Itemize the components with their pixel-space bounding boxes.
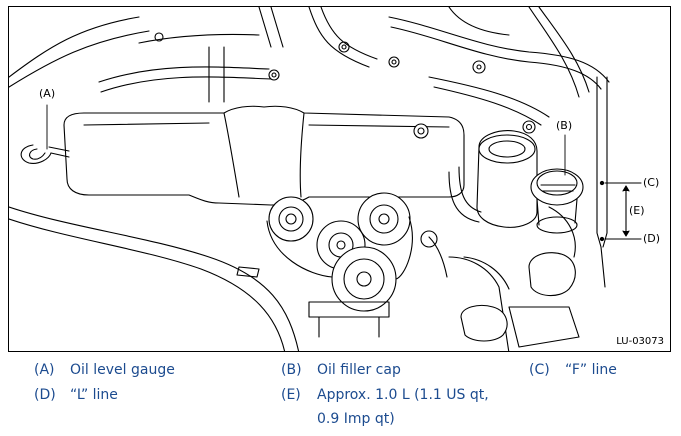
legend-key: (B): [281, 362, 302, 378]
callout-c: (C): [643, 176, 660, 189]
legend-text: Approx. 1.0 L (1.1 US qt,: [317, 387, 489, 403]
legend-text: “F” line: [565, 362, 617, 378]
callout-a: (A): [39, 87, 56, 100]
dipstick-schematic: [596, 76, 642, 288]
legend-key: (E): [281, 387, 301, 403]
oil-level-gauge: [20, 144, 70, 164]
hoses: [9, 7, 610, 126]
legend-key: (C): [529, 362, 550, 378]
callout-b: (B): [556, 119, 573, 132]
oil-filler-assembly: [448, 130, 584, 234]
legend-text: 0.9 Imp qt): [317, 411, 395, 427]
legend-key: (D): [34, 387, 56, 403]
engine-bay-illustration: [9, 7, 642, 351]
legend-item-b: (B) Oil filler cap: [281, 360, 401, 380]
legend-item-d: (D) “L” line: [34, 385, 118, 405]
legend-key: (A): [34, 362, 55, 378]
callout-d: (D): [643, 232, 661, 245]
reservoirs: [460, 206, 580, 348]
engine-cover: [63, 105, 465, 206]
legend-text: Oil filler cap: [317, 362, 401, 378]
figure-code: LU-03073: [616, 336, 664, 347]
callout-e: (E): [629, 204, 645, 217]
bolts: [154, 32, 555, 293]
legend: (A) Oil level gauge (B) Oil filler cap (C)…: [0, 356, 681, 436]
legend-item-e-continued: 0.9 Imp qt): [281, 409, 395, 429]
legend-item-e: (E) Approx. 1.0 L (1.1 US qt,: [281, 385, 489, 405]
callout-leaders: [46, 104, 566, 176]
legend-text: Oil level gauge: [70, 362, 175, 378]
legend-text: “L” line: [70, 387, 118, 403]
pulleys: [266, 192, 448, 312]
legend-item-c: (C) “F” line: [529, 360, 617, 380]
legend-item-a: (A) Oil level gauge: [34, 360, 175, 380]
engine-diagram-frame: (A) (B) (C) (E) (D) LU-03073: [8, 6, 671, 352]
lower-frame: [9, 206, 510, 351]
